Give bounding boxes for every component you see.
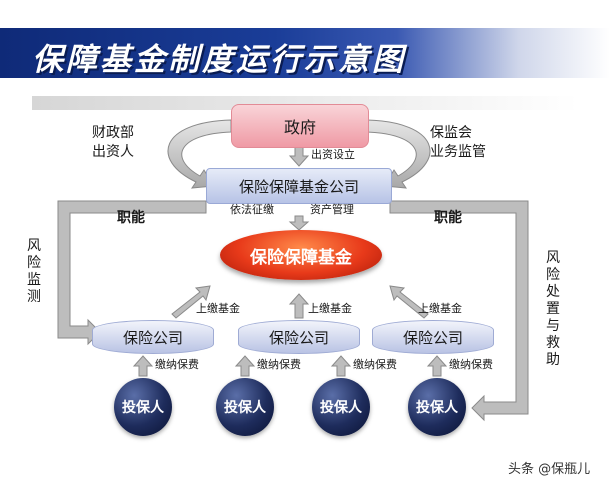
company-fund-arrow [288,215,310,231]
pay-arrow-1 [132,355,154,377]
title-banner [0,28,610,78]
policyholder-4: 投保人 [408,378,466,436]
fund-company-box: 保险保障基金公司 [206,168,392,204]
government-box: 政府 [231,104,369,148]
remit-arrow-right [389,285,429,319]
policyholder-2: 投保人 [216,378,274,436]
left-curve-arrow [167,119,232,189]
insurer-box-1: 保险公司 [92,320,214,354]
left-duty-label: 职能 [117,210,145,226]
remit-arrow-left [171,285,211,319]
manage-label: 资产管理 [310,203,354,216]
policyholder-3: 投保人 [312,378,370,436]
risk-handling-label: 风险处置与救助 [546,250,560,368]
page-title: 保障基金制度运行示意图 [32,42,406,78]
pay-arrow-2 [234,355,256,377]
pay-label-3: 缴纳保费 [353,358,397,371]
right-duty-arrow [389,200,529,422]
gov-down-arrow [288,146,310,167]
insurer-box-2: 保险公司 [238,320,360,354]
pay-label-1: 缴纳保费 [155,358,199,371]
divider-bar [32,96,578,110]
regulator-label: 保监会 业务监管 [430,125,486,160]
protection-fund: 保险保障基金 [220,230,382,280]
pay-arrow-4 [426,355,448,377]
remit-label-2: 上缴基金 [308,302,352,315]
right-curve-arrow [366,119,431,189]
watermark: 头条 @保瓶儿 [508,462,591,477]
collect-label: 依法征缴 [230,203,274,216]
pay-label-2: 缴纳保费 [257,358,301,371]
risk-monitor-label: 风险监测 [27,238,41,305]
remit-arrow-center [288,293,310,319]
policyholder-1: 投保人 [114,378,172,436]
remit-label-1: 上缴基金 [196,302,240,315]
finance-ministry-label: 财政部 出资人 [92,125,134,160]
pay-label-4: 缴纳保费 [449,358,493,371]
remit-label-3: 上缴基金 [418,302,462,315]
insurer-box-3: 保险公司 [372,320,494,354]
establish-label: 出资设立 [311,148,355,161]
right-duty-label: 职能 [434,210,462,226]
pay-arrow-3 [330,355,352,377]
